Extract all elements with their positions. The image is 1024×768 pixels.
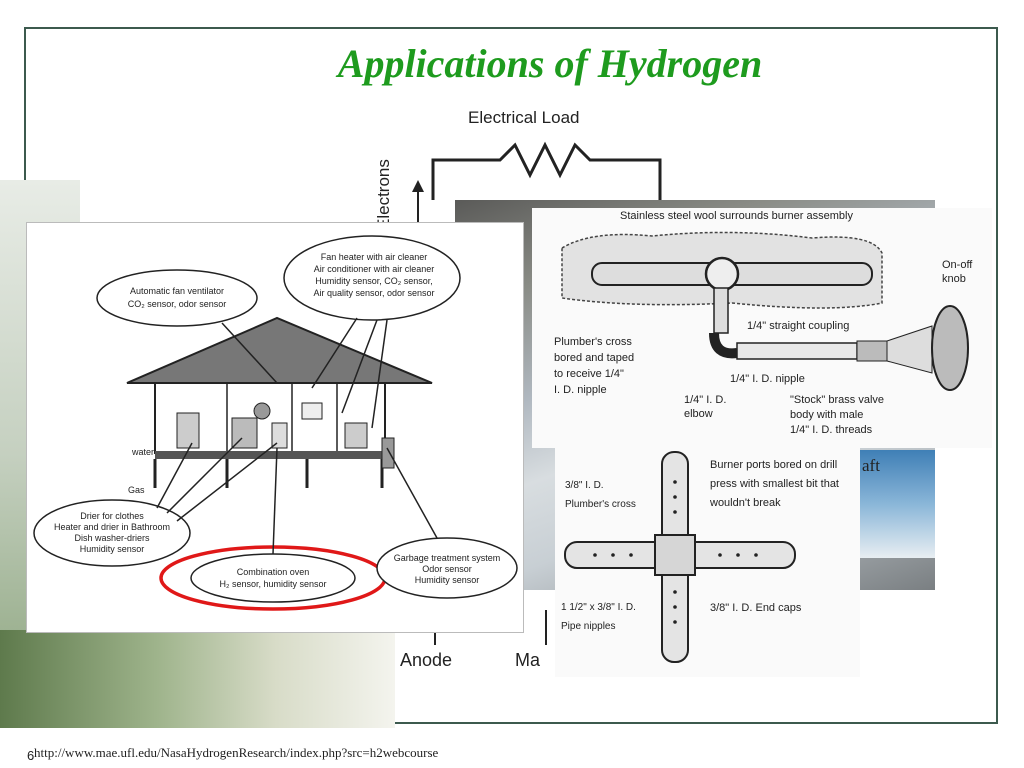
house-drawing: water Gas <box>33 235 518 611</box>
callout-drier <box>33 499 191 567</box>
page-number: 6 <box>27 748 35 763</box>
house-sensor-diagram: water Gas Automatic fan ventilator CO₂ s… <box>26 222 524 633</box>
burner-label-valve: "Stock" brass valve body with male 1/4" … <box>790 394 885 436</box>
cross-label-plumbers-cross: 3/8" I. D. Plumber's cross <box>565 480 636 510</box>
burner-label-knob: On-off knob <box>942 259 973 285</box>
cross-burner-diagram: 3/8" I. D. Plumber's cross Burner ports … <box>555 442 860 677</box>
cross-label-pipe-nipples: 1 1/2" x 3/8" I. D. Pipe nipples <box>561 602 636 632</box>
source-url: http://www.mae.ufl.edu/NasaHydrogenResea… <box>34 745 439 760</box>
burner-label-steel-wool: Stainless steel wool surrounds burner as… <box>620 210 853 222</box>
cross-drawing <box>564 451 796 663</box>
cross-label-burner-ports: Burner ports bored on drill press with s… <box>710 459 839 509</box>
burner-label-elbow: 1/4" I. D. elbow <box>684 394 727 420</box>
burner-drawing <box>561 231 969 391</box>
burner-label-nipple: 1/4" I. D. nipple <box>730 373 805 385</box>
burner-assembly-diagram: Stainless steel wool surrounds burner as… <box>532 208 992 448</box>
anode-label: Anode <box>400 650 453 670</box>
electrons-label: Electrons <box>374 159 393 230</box>
callout-drier-text: Drier for clothes Heater and drier in Ba… <box>53 511 171 554</box>
callout-ventilator <box>96 269 258 327</box>
aft-fragment-label: aft <box>862 456 880 475</box>
fuel-cell-diagram: Electrical Load Electrons Anode Ma <box>370 100 670 680</box>
callout-ventilator-text: Automatic fan ventilator CO₂ sensor, odo… <box>127 286 227 309</box>
burner-label-plumbers-cross: Plumber's cross bored and taped to recei… <box>554 336 635 396</box>
callout-oven-text: Combination oven H₂ sensor, humidity sen… <box>219 567 327 589</box>
burner-label-coupling: 1/4" straight coupling <box>747 320 850 332</box>
callout-fan-heater <box>283 235 461 321</box>
ma-fragment-label: Ma <box>515 650 541 670</box>
slide-title: Applications of Hydrogen <box>337 41 763 86</box>
background-photo-bottom <box>0 630 395 728</box>
electrical-load-label: Electrical Load <box>468 108 580 127</box>
callout-garbage-text: Garbage treatment system Odor sensor Hum… <box>393 553 501 585</box>
gas-label: Gas <box>128 485 145 495</box>
cross-label-end-caps: 3/8" I. D. End caps <box>710 602 802 614</box>
callout-fan-heater-text: Fan heater with air cleaner Air conditio… <box>313 252 435 298</box>
water-label: water <box>131 447 154 457</box>
callout-garbage <box>376 537 518 599</box>
sky-photo <box>845 450 935 558</box>
